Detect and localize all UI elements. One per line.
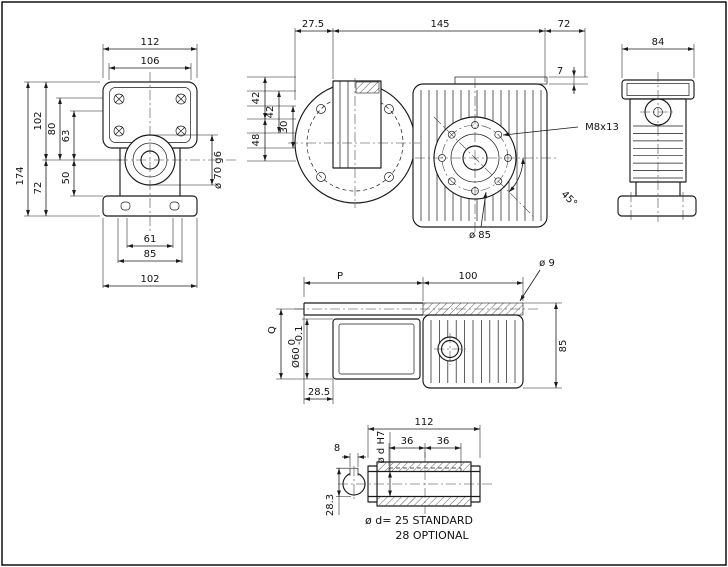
tapped-hole <box>494 130 503 139</box>
input-side-view: 27.5 145 72 42 42 30 48 7 M8x13 45° ø 85 <box>247 19 619 241</box>
bolt-circle-label: ø 85 <box>469 230 491 241</box>
base-slot <box>120 201 131 211</box>
tolerance-upper: 0 <box>287 339 298 345</box>
dim-spigot-label: Ø60 0-0.1 <box>287 326 305 369</box>
dim-base-61-label: 61 <box>144 234 157 245</box>
dim-height-72-label: 72 <box>33 182 44 195</box>
bore-note-line2: 28 OPTIONAL <box>395 529 469 542</box>
dim-flange-width-label: 112 <box>140 37 159 48</box>
screw-slots <box>114 94 186 136</box>
top-plate <box>454 76 548 85</box>
flange-hole <box>316 172 326 182</box>
flange-hole <box>384 172 394 182</box>
dim-27-5-label: 27.5 <box>302 19 324 30</box>
rear-view: 84 <box>617 37 697 222</box>
centerlines <box>288 78 556 240</box>
section-hatch-top <box>377 462 471 471</box>
centerlines <box>294 308 540 365</box>
dim-84-label: 84 <box>652 37 665 48</box>
dim-height-80-label: 80 <box>47 123 58 136</box>
dim-output-boss-label: ø 70 g6 <box>213 151 224 189</box>
dim-36b-label: 36 <box>437 436 450 447</box>
base-slot <box>169 201 180 211</box>
dim-112-label: 112 <box>414 417 433 428</box>
dim-145-label: 145 <box>430 19 449 30</box>
tapped-hole <box>494 177 503 186</box>
centerlines <box>338 452 492 514</box>
body-sides <box>119 148 181 196</box>
flange-screw <box>113 93 125 105</box>
bore-note-line1: ø d= 25 STANDARD <box>365 514 473 527</box>
centerlines <box>630 72 684 222</box>
dim-72-label: 72 <box>558 19 571 30</box>
shaft-detail-view: 112 36 36 ø d H7 8 28.3 ø d= 25 STANDARD… <box>325 417 492 542</box>
dim-base-102-label: 102 <box>140 274 159 285</box>
centerlines <box>118 72 236 232</box>
tapped-hole <box>447 177 456 186</box>
bearing-housing-lines <box>339 81 349 168</box>
dim-30-label: 30 <box>279 121 290 134</box>
dim-Q-label: Q <box>267 326 278 334</box>
thread-leader <box>502 126 579 137</box>
dim-85-label: 85 <box>558 340 569 353</box>
dim-36a-label: 36 <box>401 436 414 447</box>
dim-42a-label: 42 <box>251 92 262 105</box>
angle-arc <box>508 157 525 193</box>
flange-hole <box>384 104 394 114</box>
dim-base-85-label: 85 <box>144 249 157 260</box>
dim-28-3-label: 28.3 <box>325 494 336 516</box>
flange-screw <box>113 125 125 137</box>
dim-height-50-label: 50 <box>61 172 72 185</box>
dim-48-label: 48 <box>251 134 262 147</box>
dim-42b-label: 42 <box>265 106 276 119</box>
extension-lines <box>336 425 481 515</box>
extension-lines <box>276 277 562 404</box>
tolerance-lower: -0.1 <box>294 326 305 346</box>
dim-height-102-label: 102 <box>33 111 44 130</box>
extension-lines <box>247 28 588 162</box>
thread-callout-label: M8x13 <box>585 122 619 133</box>
key-width-label: 8 <box>334 443 340 454</box>
flange-hole <box>316 104 326 114</box>
base-plate <box>617 195 697 217</box>
flange-screw <box>175 125 187 137</box>
dim-height-63-label: 63 <box>61 130 72 143</box>
extension-lines <box>24 44 218 288</box>
hole-dia-label: ø 9 <box>539 258 555 269</box>
dim-total-height-label: 174 <box>15 166 26 185</box>
bolt-circle-leader <box>480 191 488 228</box>
spigot-value: Ø60 <box>290 347 302 368</box>
dim-7-label: 7 <box>557 66 563 77</box>
angle-45-label: 45° <box>559 189 579 209</box>
flange-screw <box>175 93 187 105</box>
dim-28-5-label: 28.5 <box>308 387 330 398</box>
neck-lines <box>635 182 681 196</box>
bore-dia-label: ø d H7 <box>376 431 387 464</box>
tapped-hole <box>447 130 456 139</box>
section-hatch-bottom <box>377 497 471 506</box>
output-end-view: 112 106 174 102 80 63 72 50 61 85 102 ø … <box>15 37 236 288</box>
side-elevation-view: P 100 ø 9 Q Ø60 0-0.1 85 28.5 <box>267 258 569 404</box>
bearing-hatch <box>355 81 380 94</box>
flange-plate-inner <box>338 323 415 375</box>
input-bearing-housing <box>332 80 382 169</box>
dim-hole-spacing-label: 106 <box>140 56 159 67</box>
dim-100-label: 100 <box>458 271 477 282</box>
input-flange-plate <box>332 318 421 380</box>
keyway-hidden-lines <box>388 467 462 472</box>
dim-P-label: P <box>337 271 343 282</box>
hole-leader <box>519 269 541 302</box>
